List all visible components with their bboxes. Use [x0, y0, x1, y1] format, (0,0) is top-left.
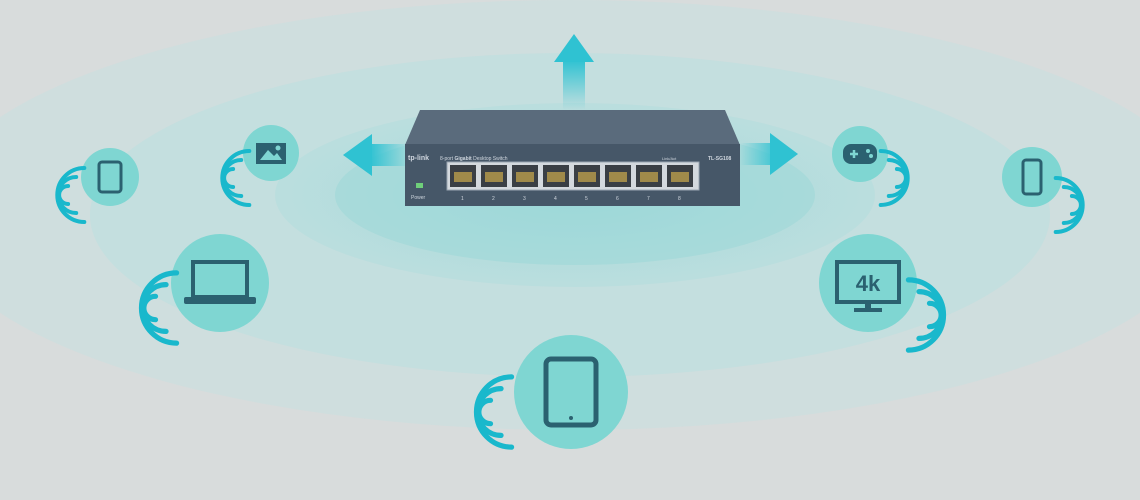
- ethernet-port: 8: [667, 165, 693, 202]
- port-number: 1: [461, 196, 464, 202]
- tablet-device: [55, 148, 139, 224]
- ethernet-port: 7: [636, 165, 662, 202]
- tablet-icon: [97, 160, 123, 194]
- ethernet-port: 6: [605, 165, 631, 202]
- wifi-signal-icon: [220, 149, 252, 207]
- laptop-device: [138, 234, 269, 346]
- port-number: 4: [554, 196, 557, 202]
- brand-logo: tp-link: [408, 155, 429, 162]
- wifi-signal-icon: [905, 277, 947, 353]
- link-act-label: Link/Act: [662, 156, 677, 161]
- ethernet-port: 1: [450, 165, 476, 202]
- power-label: Power: [411, 195, 426, 201]
- wifi-signal-icon: [55, 166, 87, 224]
- ethernet-port: 2: [481, 165, 507, 202]
- laptop-icon: [184, 260, 256, 304]
- ethernet-port: 4: [543, 165, 569, 202]
- arrow-left-icon: [343, 134, 410, 176]
- 4k-label: 4k: [856, 271, 881, 296]
- arrow-right-icon: [740, 133, 798, 175]
- wifi-signal-icon: [138, 270, 180, 346]
- model-label: TL-SG108: [708, 156, 732, 162]
- port-number: 3: [523, 196, 526, 202]
- ethernet-port: 3: [512, 165, 538, 202]
- wifi-signal-icon: [878, 149, 910, 207]
- port-number: 2: [492, 196, 495, 202]
- monitor-4k-icon: 4k: [835, 260, 901, 312]
- arrow-up-icon: [554, 34, 594, 110]
- wifi-signal-icon: [473, 374, 515, 450]
- port-number: 5: [585, 196, 588, 202]
- port-number: 6: [616, 196, 619, 202]
- gamepad-device: [832, 126, 910, 207]
- switch-description: 8-port Gigabit Desktop Switch: [440, 156, 508, 162]
- network-switch: 1 2 3 4 5 6 7 8 tp-link 8-port Gigabit Desktop …: [405, 110, 740, 206]
- smartphone-device: [1002, 147, 1085, 234]
- port-number: 7: [647, 196, 650, 202]
- smartphone-icon: [1021, 158, 1043, 196]
- image-device: [220, 125, 299, 207]
- wifi-signal-icon: [1053, 176, 1085, 234]
- image-icon: [256, 143, 286, 164]
- tablet-large-icon: [543, 356, 599, 428]
- ethernet-port: 5: [574, 165, 600, 202]
- port-number: 8: [678, 196, 681, 202]
- gamepad-icon: [843, 144, 877, 164]
- monitor-4k-device: 4k: [819, 234, 947, 353]
- tablet-large-device: [473, 335, 628, 450]
